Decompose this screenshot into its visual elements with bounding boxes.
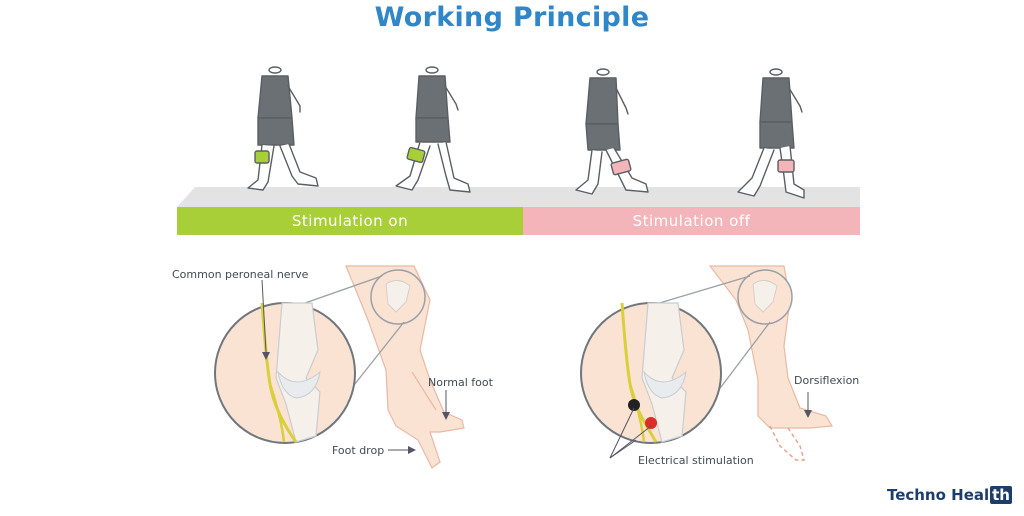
magnified-cartilage-left [277, 370, 321, 399]
floor-strip [177, 187, 860, 207]
normal-foot-arrow [442, 412, 450, 420]
stimulation-on-label: Stimulation on [291, 212, 409, 230]
peroneal-nerve-branch-right [628, 383, 646, 443]
knee-bone-right [752, 280, 778, 313]
stimulation-off-label: Stimulation off [632, 212, 751, 230]
foot-drop-arrow [408, 446, 416, 454]
brand-text: Techno Heal [886, 486, 990, 504]
nerve-pointer-arrow [262, 352, 270, 360]
label-normal-foot: Normal foot [428, 376, 493, 389]
foot-drop-outline-dashed [769, 425, 805, 461]
walking-figure-3 [575, 68, 649, 195]
peroneal-nerve-left [260, 302, 298, 443]
page-title: Working Principle [374, 2, 650, 33]
electrode-red [645, 417, 657, 429]
peroneal-nerve-branch-left [268, 383, 286, 443]
magnified-cartilage-right [643, 370, 687, 399]
stim-pointer-3 [609, 439, 637, 459]
leg-illustration-left [345, 265, 465, 469]
nerve-pointer-line [261, 279, 267, 353]
magnified-bone-left [275, 302, 321, 443]
label-foot-drop: Foot drop [332, 444, 385, 457]
electrode-dark [628, 399, 640, 411]
dorsiflexion-arrow [804, 410, 812, 418]
stim-pointer-1 [609, 407, 635, 459]
label-dorsiflexion: Dorsiflexion [794, 374, 860, 387]
walking-figure-4 [737, 68, 805, 199]
label-electrical-stimulation: Electrical stimulation [638, 454, 754, 467]
walking-figure-2 [395, 66, 471, 193]
knee-bone-left [385, 280, 411, 313]
magnified-bone-right [641, 302, 687, 443]
label-common-peroneal-nerve: Common peroneal nerve [172, 268, 309, 281]
stimulation-on-band [177, 207, 523, 235]
stimulation-off-band [523, 207, 860, 235]
brand-tag: th [990, 486, 1012, 504]
walking-figure-1 [247, 66, 319, 191]
